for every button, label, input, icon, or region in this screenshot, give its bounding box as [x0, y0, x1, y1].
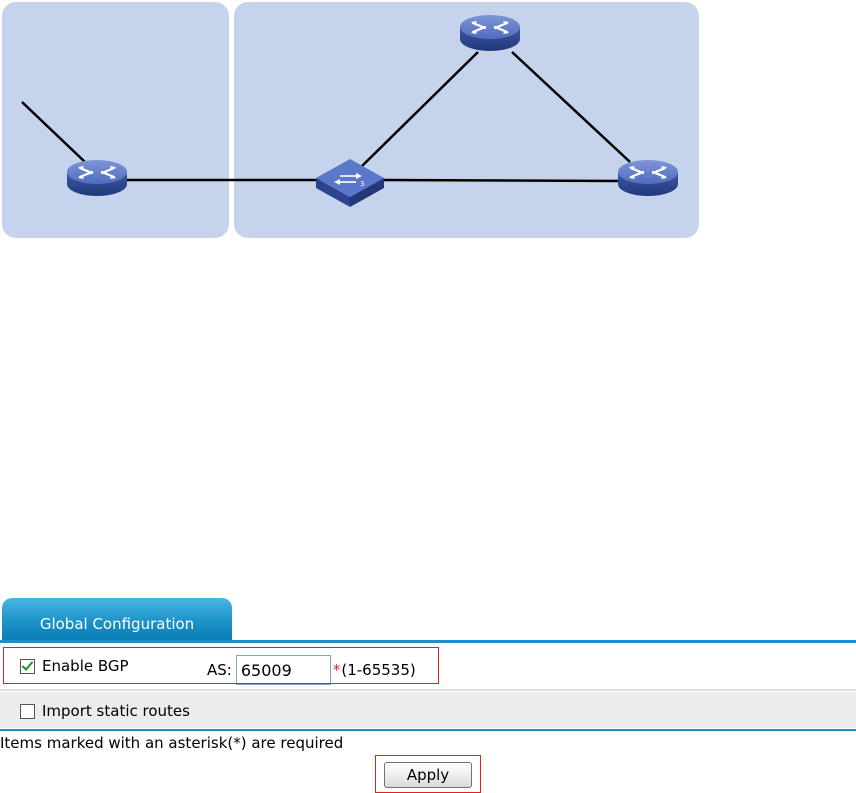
tab-global-configuration[interactable]: Global Configuration — [2, 598, 232, 640]
import-static-row — [0, 692, 856, 728]
import-static-label: Import static routes — [42, 702, 190, 720]
required-asterisk: * — [332, 661, 341, 679]
checkmark-icon — [22, 661, 33, 670]
tab-strip: Global Configuration — [0, 598, 856, 642]
router-icon — [616, 158, 680, 198]
link-switch-router-c — [381, 178, 623, 183]
enable-bgp-checkbox[interactable] — [20, 658, 35, 674]
tab-underline — [0, 640, 856, 643]
link-external — [21, 101, 86, 163]
form-bottom-line — [0, 729, 856, 731]
network-topology-diagram: 3 — [2, 2, 699, 238]
link-switch-router-b — [361, 51, 479, 167]
apply-button[interactable]: Apply — [384, 762, 472, 788]
enable-bgp-field: Enable BGP — [20, 657, 129, 675]
router-icon — [65, 158, 129, 198]
left-network-zone — [2, 2, 229, 238]
as-range-hint: (1-65535) — [341, 661, 416, 679]
as-number-input[interactable] — [235, 655, 331, 685]
import-static-checkbox[interactable] — [20, 703, 35, 719]
import-static-field: Import static routes — [20, 702, 190, 720]
svg-text:3: 3 — [360, 180, 364, 188]
row-separator — [0, 689, 856, 691]
as-label: AS: — [207, 661, 232, 679]
enable-bgp-label: Enable BGP — [42, 657, 129, 675]
required-note: Items marked with an asterisk(*) are req… — [0, 734, 344, 752]
layer3-switch-icon: 3 — [316, 159, 384, 207]
router-icon — [458, 13, 522, 53]
link-router-b-router-c — [511, 51, 631, 163]
bgp-settings-row — [0, 645, 856, 689]
as-number-field: AS: * (1-65535) — [207, 655, 416, 685]
